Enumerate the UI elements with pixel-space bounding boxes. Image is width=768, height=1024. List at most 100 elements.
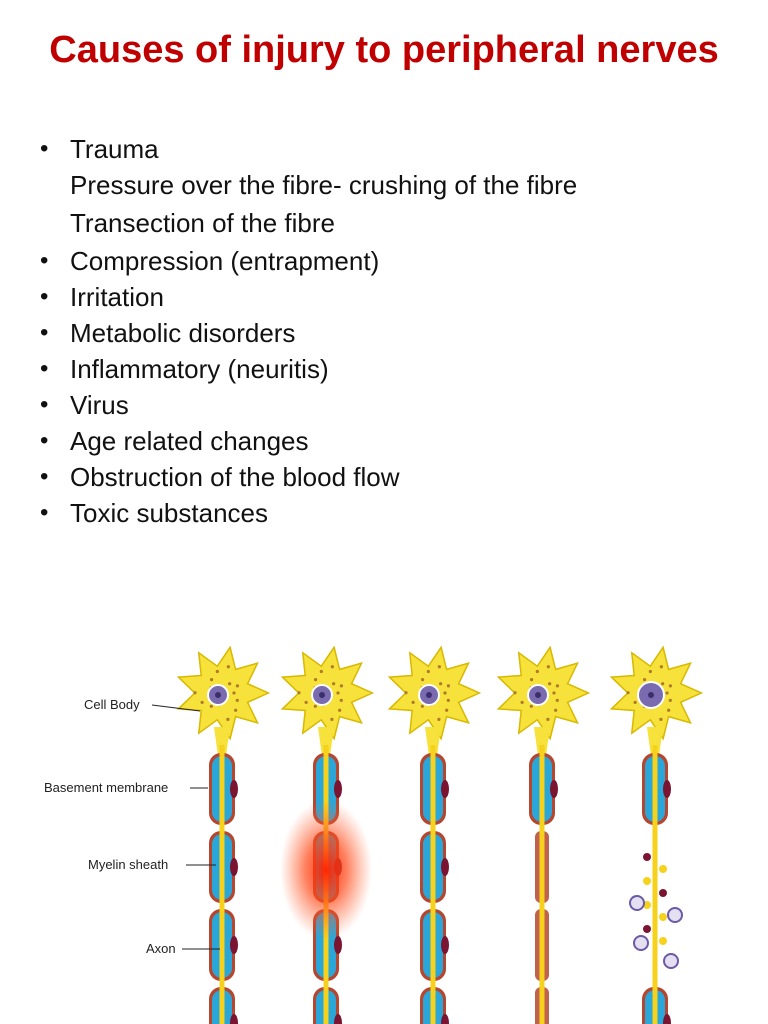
- axon-fragment: [659, 937, 667, 945]
- cytoplasm-granule: [446, 684, 451, 688]
- cytoplasm-granule: [226, 717, 230, 721]
- sub-item: Transection of the fibre: [38, 204, 738, 242]
- cytoplasm-granule: [228, 682, 232, 686]
- bullet-text: Trauma: [70, 134, 159, 164]
- cytoplasm-granule: [232, 691, 236, 695]
- neuron-stages: [176, 645, 704, 1024]
- schwann-nucleus: [334, 936, 342, 954]
- cytoplasm-granule: [555, 698, 559, 702]
- cytoplasm-granule: [535, 669, 539, 674]
- cytoplasm-granule: [633, 700, 637, 705]
- bullet-dot: •: [40, 427, 49, 454]
- axon: [430, 745, 436, 1024]
- label-basement-membrane: Basement membrane: [44, 780, 168, 795]
- cytoplasm-granule: [642, 677, 647, 682]
- cytoplasm-granule: [665, 691, 669, 695]
- bullet-dot: •: [40, 499, 49, 526]
- cytoplasm-granule: [330, 717, 334, 721]
- axon-fragment: [659, 889, 667, 897]
- nerve-injury-illustration: Cell Body Basement membrane Myelin sheat…: [44, 645, 704, 1024]
- schwann-nucleus: [663, 1014, 671, 1024]
- schwann-nucleus: [334, 1014, 342, 1024]
- cytoplasm-granule: [546, 665, 550, 669]
- bullet-text: Inflammatory (neuritis): [70, 354, 329, 384]
- axon-fragment: [643, 877, 651, 885]
- axon: [219, 745, 225, 1024]
- macrophage: [629, 895, 645, 911]
- cytoplasm-granule: [529, 677, 534, 682]
- neuron-stage: [496, 645, 591, 1024]
- cytoplasm-granule: [313, 677, 318, 682]
- bullet-item: •Toxic substances: [38, 496, 738, 530]
- cytoplasm-granule: [215, 669, 219, 674]
- axon-fragment: [659, 913, 667, 921]
- bullet-item: •Inflammatory (neuritis): [38, 352, 738, 386]
- bullet-dot: •: [40, 463, 49, 490]
- cytoplasm-granule: [200, 700, 204, 705]
- nucleolus: [648, 692, 654, 698]
- schwann-nucleus: [441, 936, 449, 954]
- nucleolus: [319, 692, 325, 698]
- cytoplasm-granule: [668, 698, 672, 702]
- cytoplasm-granule: [336, 691, 340, 695]
- cytoplasm-granule: [209, 677, 214, 682]
- cytoplasm-granule: [304, 700, 308, 705]
- bullet-item: •Compression (entrapment): [38, 244, 738, 278]
- cytoplasm-granule: [445, 708, 449, 712]
- bullet-dot: •: [40, 135, 49, 162]
- cytoplasm-granule: [439, 682, 443, 686]
- nucleolus: [215, 692, 221, 698]
- bullet-dot: •: [40, 319, 49, 346]
- axon-fragment: [643, 925, 651, 933]
- cytoplasm-granule: [420, 704, 424, 708]
- macrophage: [633, 935, 649, 951]
- bullet-item: • Trauma: [38, 132, 738, 166]
- cytoplasm-granule: [513, 691, 517, 695]
- label-myelin-sheath: Myelin sheath: [88, 857, 168, 872]
- sub-text: Transection of the fibre: [70, 208, 335, 238]
- cytoplasm-granule: [667, 708, 671, 712]
- cytoplasm-granule: [420, 677, 425, 682]
- cytoplasm-granule: [235, 698, 239, 702]
- slide-title: Causes of injury to peripheral nerves: [49, 29, 719, 71]
- bullet-item: •Age related changes: [38, 424, 738, 458]
- cytoplasm-granule: [226, 665, 230, 669]
- cytoplasm-granule: [446, 698, 450, 702]
- cytoplasm-granule: [546, 717, 550, 721]
- schwann-nucleus: [230, 936, 238, 954]
- cytoplasm-granule: [552, 691, 556, 695]
- label-cell-body: Cell Body: [84, 697, 140, 712]
- cytoplasm-granule: [520, 700, 524, 705]
- cytoplasm-granule: [193, 691, 197, 695]
- schwann-nucleus: [441, 780, 449, 798]
- cytoplasm-granule: [313, 704, 317, 708]
- neuron-stage: [609, 645, 704, 1024]
- bullet-text: Irritation: [70, 282, 164, 312]
- cytoplasm-granule: [235, 684, 240, 688]
- sub-item: Pressure over the fibre- crushing of the…: [38, 166, 738, 204]
- neuron-stage: [176, 645, 271, 1024]
- bullet-dot: •: [40, 283, 49, 310]
- injury-glow: [280, 800, 372, 940]
- macrophage: [667, 907, 683, 923]
- schwann-nucleus: [230, 858, 238, 876]
- cytoplasm-granule: [437, 665, 441, 669]
- nucleolus: [535, 692, 541, 698]
- cytoplasm-granule: [555, 684, 560, 688]
- bullet-item: •Obstruction of the blood flow: [38, 460, 738, 494]
- schwann-nucleus: [441, 858, 449, 876]
- cytoplasm-granule: [339, 684, 344, 688]
- leader-line-cell-body: [151, 704, 201, 712]
- schwann-nucleus: [334, 780, 342, 798]
- cytoplasm-granule: [332, 682, 336, 686]
- bullet-text: Compression (entrapment): [70, 246, 380, 276]
- bullet-list: • Trauma Pressure over the fibre- crushin…: [38, 130, 738, 530]
- schwann-nucleus: [230, 780, 238, 798]
- schwann-nucleus: [230, 1014, 238, 1024]
- cytoplasm-granule: [554, 708, 558, 712]
- axon: [539, 745, 545, 1024]
- cytoplasm-granule: [659, 717, 663, 721]
- cytoplasm-granule: [659, 665, 663, 669]
- schwann-nucleus: [441, 1014, 449, 1024]
